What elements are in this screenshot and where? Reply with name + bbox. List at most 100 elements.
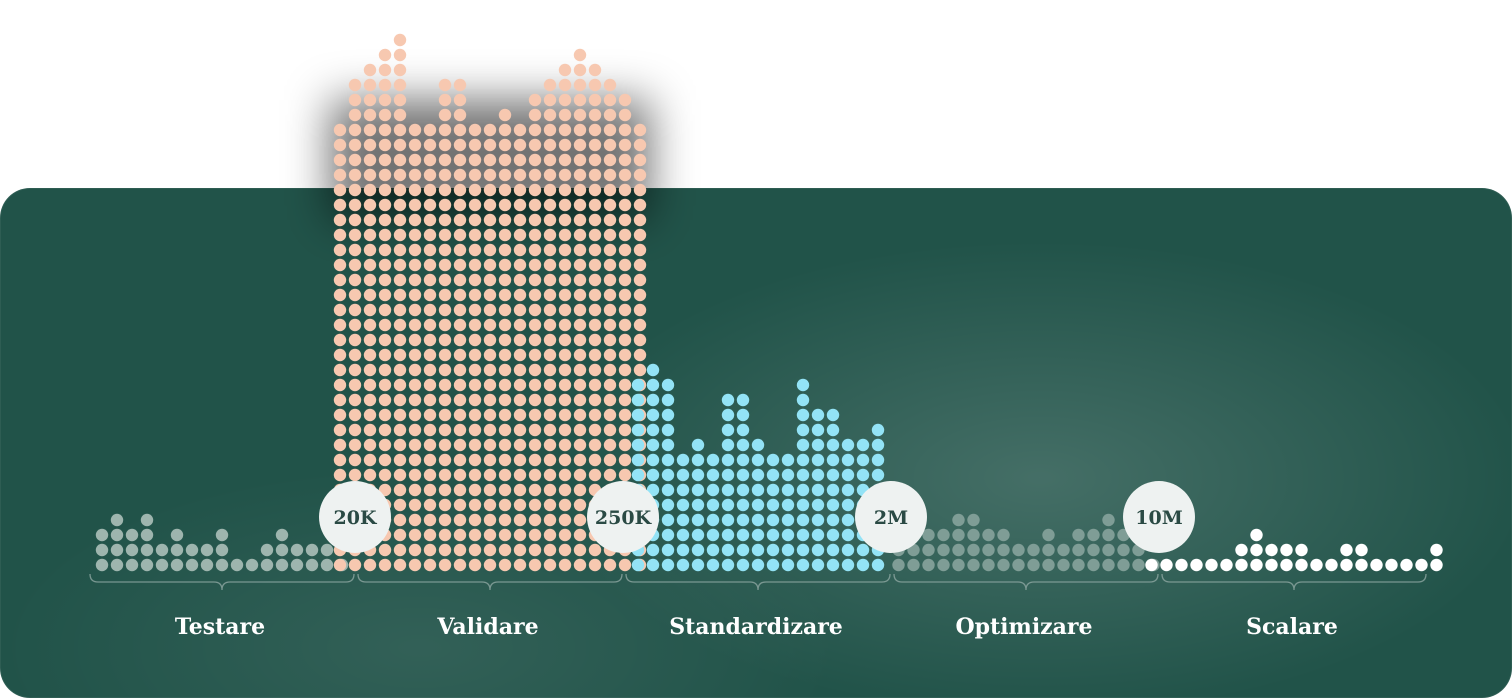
dot-scalare [1265,558,1278,572]
dot-validare [438,258,452,272]
dot-validare [393,558,407,572]
dot-validare [393,228,407,242]
dot-standardizare [721,408,735,422]
dot-validare [393,378,407,392]
dot-testare [305,543,319,557]
dot-validare [543,333,557,347]
dot-validare [603,108,617,122]
dot-validare [438,333,452,347]
dot-validare [558,213,572,227]
dot-scalare [1280,543,1293,557]
dot-standardizare [781,543,795,557]
dot-validare [483,198,497,212]
dot-validare [588,333,602,347]
dot-validare [438,273,452,287]
dot-validare [423,138,437,152]
dot-standardizare [676,558,690,572]
dot-optimizare [1102,543,1115,557]
dot-validare [453,258,467,272]
dot-validare [498,453,512,467]
dot-validare [588,138,602,152]
dot-validare [528,258,542,272]
dot-validare [348,183,362,197]
dot-validare [513,168,527,182]
dot-optimizare [1012,543,1025,557]
dot-validare [453,363,467,377]
dot-standardizare [781,498,795,512]
dot-validare [543,153,557,167]
dot-validare [453,318,467,332]
dot-validare [513,213,527,227]
dot-validare [558,198,572,212]
dot-validare [528,348,542,362]
dot-validare [498,273,512,287]
dot-validare [513,288,527,302]
dot-validare [543,93,557,107]
dot-optimizare [952,558,965,572]
stage-label-testare: Testare [175,614,265,640]
dot-validare [423,213,437,227]
dot-validare [603,468,617,482]
dot-validare [453,198,467,212]
dot-validare [438,543,452,557]
dot-validare [618,438,632,452]
dot-group-scalare [1145,528,1443,572]
dot-validare [423,228,437,242]
dot-validare [618,243,632,257]
dot-standardizare [676,513,690,527]
dot-validare [438,138,452,152]
dot-validare [333,558,347,572]
dot-validare [558,438,572,452]
dot-validare [513,498,527,512]
dot-standardizare [751,558,765,572]
dot-validare [468,258,482,272]
dot-validare [408,168,422,182]
dot-validare [393,93,407,107]
dot-validare [333,468,347,482]
dot-validare [633,288,647,302]
dot-testare [230,558,244,572]
dot-standardizare [826,438,840,452]
dot-standardizare [721,543,735,557]
dot-validare [528,333,542,347]
dot-validare [423,483,437,497]
dot-validare [528,168,542,182]
dot-scalare [1295,543,1308,557]
dot-validare [618,93,632,107]
dot-validare [588,213,602,227]
dot-validare [393,153,407,167]
dot-validare [618,303,632,317]
dot-validare [468,228,482,242]
dot-validare [618,333,632,347]
dot-validare [468,348,482,362]
dot-validare [378,108,392,122]
dot-validare [438,288,452,302]
dot-testare [140,558,154,572]
dot-validare [573,333,587,347]
dot-validare [483,213,497,227]
dot-validare [573,63,587,77]
dot-validare [588,288,602,302]
dot-standardizare [661,378,675,392]
dot-standardizare [796,513,810,527]
dot-validare [333,213,347,227]
dot-validare [573,228,587,242]
dot-scalare [1250,528,1263,542]
dot-validare [348,153,362,167]
dot-validare [513,423,527,437]
dot-validare [408,423,422,437]
dot-validare [603,348,617,362]
dot-validare [408,393,422,407]
stage-label-validare: Validare [436,614,538,640]
dot-standardizare [811,558,825,572]
dot-validare [378,423,392,437]
dot-standardizare [736,498,750,512]
dot-validare [588,243,602,257]
dot-validare [393,303,407,317]
dot-standardizare [811,468,825,482]
dot-standardizare [751,498,765,512]
dot-standardizare [826,423,840,437]
dot-validare [363,393,377,407]
dot-standardizare [751,543,765,557]
dot-scalare [1355,558,1368,572]
